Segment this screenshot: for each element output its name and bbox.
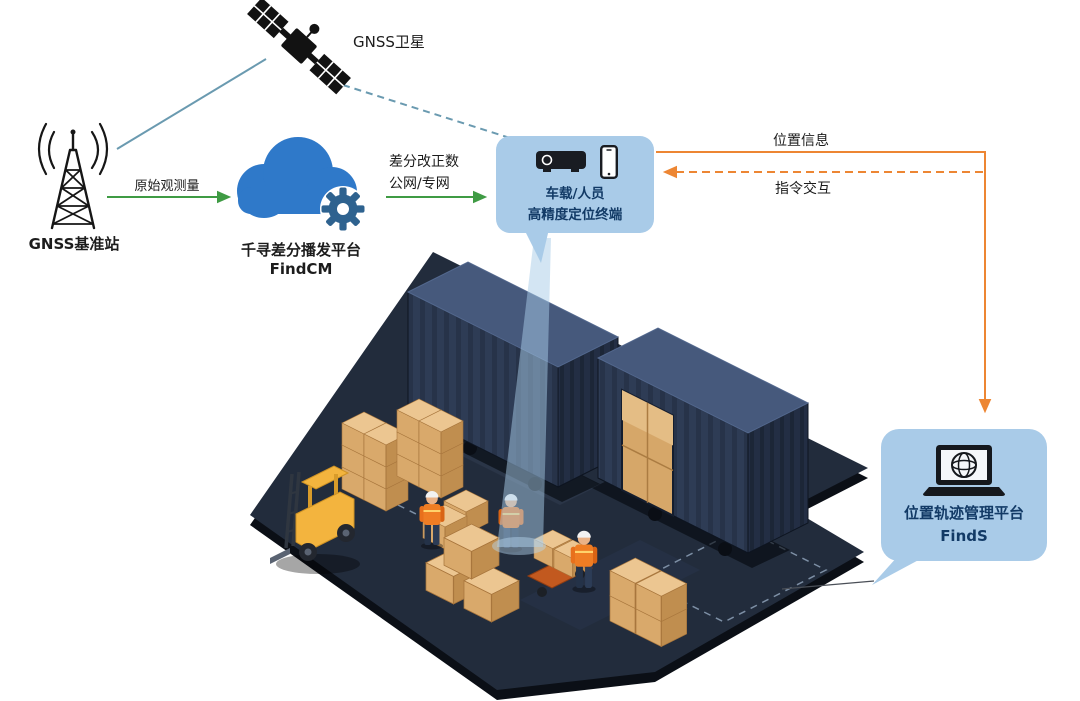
terminal-bubble: 车载/人员 高精度定位终端	[496, 136, 654, 233]
gear-icon	[320, 186, 366, 232]
correction-label-line2: 公网/专网	[389, 176, 450, 192]
laptop-globe-icon	[923, 445, 1005, 496]
command-interaction-label: 指令交互	[775, 181, 831, 197]
link-lines	[107, 58, 992, 590]
signal-waves-icon	[37, 122, 109, 176]
satellite-icon	[247, 0, 351, 95]
satellite-label: GNSS卫星	[353, 33, 425, 51]
finds-bubble-tail	[872, 556, 926, 585]
terminal-label-line1: 车载/人员	[545, 186, 605, 203]
cloud-platform-product: FindCM	[269, 260, 333, 278]
positioning-beam	[492, 238, 551, 555]
vehicle-terminal-icon	[535, 151, 586, 173]
terminal-label-line2: 高精度定位终端	[527, 206, 623, 223]
base-station-label: GNSS基准站	[28, 235, 120, 253]
terminal-icons	[533, 145, 618, 180]
position-info-label: 位置信息	[773, 133, 829, 149]
terminal-bubble-tail	[524, 229, 549, 263]
finds-platform-name: 位置轨迹管理平台	[903, 504, 1024, 522]
radio-tower-icon	[37, 122, 109, 230]
smartphone-icon	[599, 145, 618, 180]
correction-label-line1: 差分改正数	[389, 154, 459, 170]
forklift	[270, 465, 360, 574]
raw-observation-label: 原始观测量	[134, 179, 200, 194]
shipping-container-right	[592, 327, 810, 568]
cloud-platform-name: 千寻差分播发平台	[240, 241, 361, 259]
finds-platform-product: FindS	[940, 527, 988, 545]
finds-bubble: 位置轨迹管理平台 FindS	[881, 429, 1047, 561]
warehouse-scene	[250, 238, 868, 700]
